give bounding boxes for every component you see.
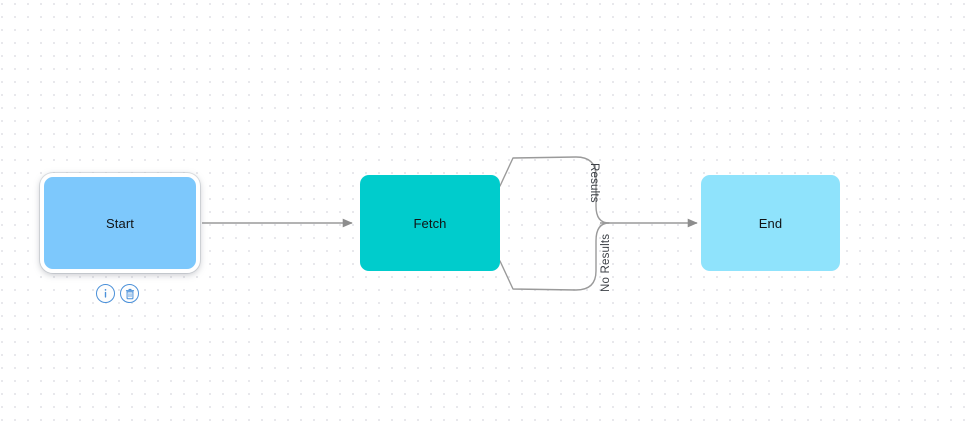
node-toolbar[interactable] — [96, 284, 139, 303]
edge-fetch-to-end-no-results[interactable] — [499, 222, 610, 291]
node-end[interactable]: End — [701, 175, 840, 271]
info-icon — [99, 287, 112, 300]
node-end-label: End — [758, 215, 783, 231]
edge-label-results: Results — [588, 163, 600, 203]
node-start[interactable]: Start — [40, 173, 200, 273]
node-start-label: Start — [106, 215, 134, 231]
edge-label-no-results: No Results — [600, 233, 612, 292]
node-info-button[interactable] — [96, 284, 115, 303]
node-fetch[interactable]: Fetch — [360, 175, 500, 271]
node-fetch-label: Fetch — [413, 215, 447, 231]
node-delete-button[interactable] — [120, 284, 139, 303]
trash-icon — [124, 288, 136, 300]
